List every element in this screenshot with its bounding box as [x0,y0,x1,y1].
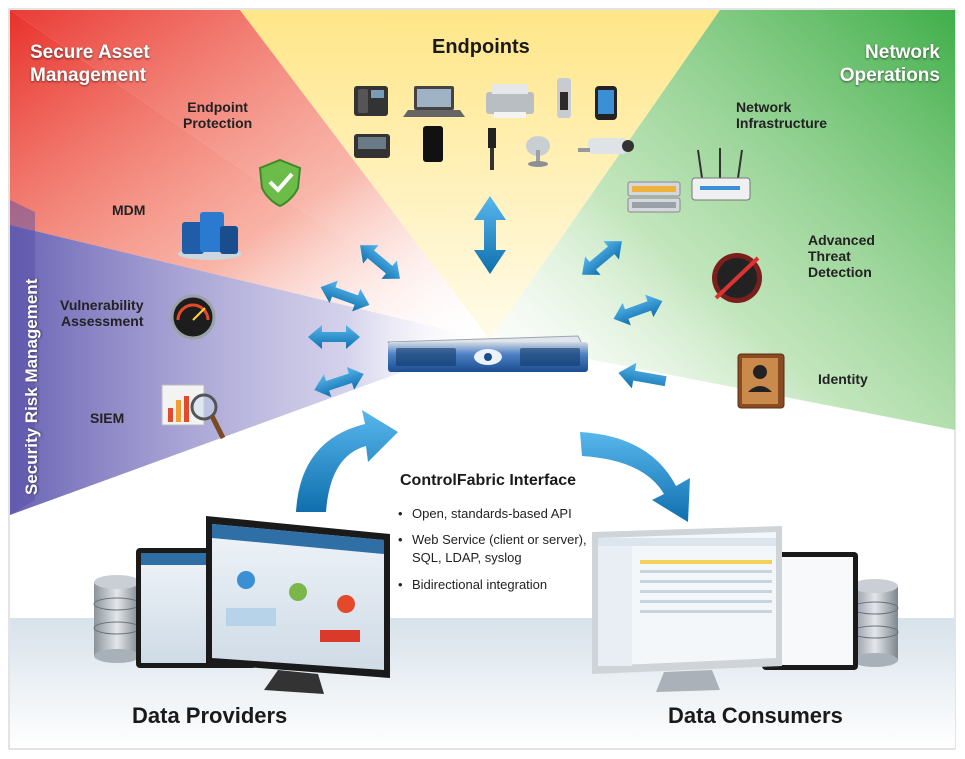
label-data-consumers: Data Consumers [668,703,843,728]
arrow-network-infra [582,241,622,275]
interface-bullets: Open, standards-based API Web Service (c… [398,505,587,602]
label-threat: Advanced Threat Detection [808,232,875,281]
tablet-icon [423,126,443,162]
interface-bullet: Open, standards-based API [398,505,587,523]
magnifier-chart-icon [161,384,226,440]
usb-drive-icon [557,78,571,118]
section-secure-asset: Secure Asset Management [30,42,150,86]
security-camera-icon [578,138,634,154]
laptop-icon [403,86,465,117]
desk-phone-icon [354,86,388,116]
mobile-devices-icon [178,212,242,260]
arrow-vulnerability [308,325,360,349]
arrow-data-out [580,432,690,522]
section-endpoints: Endpoints [432,36,530,58]
arrow-identity [618,362,667,389]
monitor-consumers-front [592,526,782,692]
label-endpoint-protection: Endpoint Protection [183,99,253,132]
interface-bullet: Bidirectional integration [398,576,587,594]
arrow-siem [314,366,364,398]
arrow-endpoints [474,196,506,274]
switch-icon [627,181,681,213]
database-left [93,575,141,663]
printer-icon [486,84,534,118]
router-icon [691,148,751,201]
gauge-icon [170,294,216,340]
arrow-endpoint-protection [360,245,400,279]
address-book-icon [737,353,785,409]
shield-check-icon [258,158,302,208]
arrow-mdm [320,280,370,312]
hard-drive-icon [354,134,390,158]
label-mdm: MDM [112,202,146,218]
forescout-appliance [387,335,588,372]
monitor-providers-front [206,516,390,694]
interface-title: ControlFabric Interface [400,472,577,489]
label-siem: SIEM [90,410,125,426]
section-network-ops: Network Operations [839,42,940,86]
label-identity: Identity [818,371,868,387]
hacker-icon [712,253,762,303]
interface-bullet: Web Service (client or server), SQL, LDA… [398,531,587,567]
arrow-threat [613,294,663,326]
database-right [851,579,899,667]
label-vulnerability: Vulnerability Assessment [60,297,144,330]
label-network-infra: Network Infrastructure [736,99,828,132]
label-data-providers: Data Providers [132,703,288,728]
arrow-data-in [296,410,398,512]
joystick-icon [526,136,550,167]
smartphone-icon [595,86,617,120]
usb-cable-icon [488,128,496,170]
section-security-risk: Security Risk Management [22,278,41,495]
